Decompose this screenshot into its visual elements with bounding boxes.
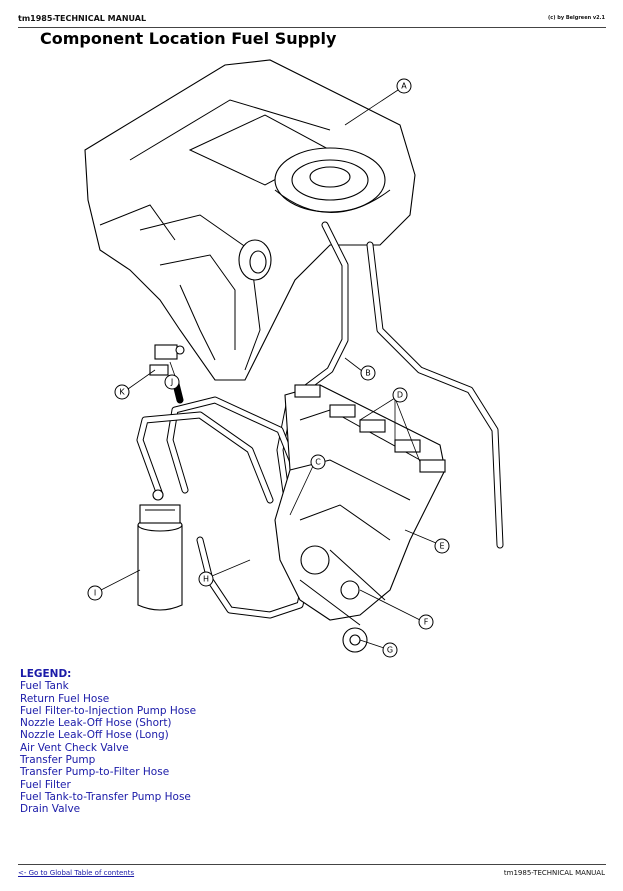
- legend-title: LEGEND:: [20, 668, 72, 680]
- header-manual-title: tm1985-TECHNICAL MANUAL: [18, 14, 147, 23]
- callout-g: G: [382, 642, 398, 658]
- callout-d: D: [392, 387, 408, 403]
- legend-item-tank-to-pump-hose: Fuel Tank-to-Transfer Pump Hose: [20, 790, 191, 803]
- svg-text:F: F: [424, 618, 429, 627]
- legend-item-check-valve: Air Vent Check Valve: [20, 741, 129, 754]
- diagram-svg: A B C D E F G H I J K: [84, 59, 504, 658]
- svg-text:H: H: [203, 575, 209, 584]
- legend-item-fuel-tank: Fuel Tank: [20, 680, 69, 693]
- callout-c: C: [310, 454, 326, 470]
- svg-text:D: D: [397, 391, 403, 400]
- page-title: Component Location Fuel Supply: [40, 29, 337, 48]
- svg-text:K: K: [119, 388, 125, 397]
- callout-a: A: [396, 78, 412, 94]
- callout-leaders: [100, 89, 437, 649]
- legend-item-leak-off-short: Nozzle Leak-Off Hose (Short): [20, 717, 172, 730]
- legend-item-filter-to-pump-hose: Fuel Filter-to-Injection Pump Hose: [20, 704, 197, 717]
- svg-text:G: G: [387, 646, 393, 655]
- fuel-tank-drawing: [84, 59, 416, 381]
- header-divider: [18, 27, 606, 28]
- component-diagram: A B C D E F G H I J K: [0, 48, 623, 668]
- legend-item-fuel-filter: Fuel Filter: [20, 778, 71, 791]
- callout-e: E: [434, 538, 450, 554]
- legend-item-pump-to-filter-hose: Transfer Pump-to-Filter Hose: [20, 766, 170, 779]
- legend: LEGEND: Fuel Tank Return Fuel Hose Fuel …: [20, 668, 196, 816]
- footer-divider: [18, 864, 606, 865]
- footer-manual-title: tm1985-TECHNICAL MANUAL: [503, 869, 605, 877]
- drain-valve-drawing: [149, 344, 185, 376]
- fuel-filter-drawing: [137, 489, 183, 611]
- callout-j: J: [164, 374, 180, 390]
- callout-f: F: [418, 614, 434, 630]
- svg-text:I: I: [94, 589, 96, 598]
- legend-item-drain-valve: Drain Valve: [20, 803, 81, 816]
- page-header: tm1985-TECHNICAL MANUAL (c) by Belgreen …: [18, 14, 605, 28]
- callout-b: B: [360, 365, 376, 381]
- header-watermark: (c) by Belgreen v2.1: [547, 15, 605, 21]
- global-toc-link[interactable]: <- Go to Global Table of contents: [18, 869, 135, 877]
- callout-h: H: [198, 571, 214, 587]
- svg-text:J: J: [170, 378, 173, 387]
- injection-pump-drawing: [274, 384, 446, 653]
- svg-text:E: E: [439, 542, 444, 551]
- svg-text:A: A: [401, 82, 407, 91]
- tank-to-transfer-hose-drawing: [366, 241, 504, 549]
- callout-k: K: [114, 384, 130, 400]
- svg-text:B: B: [365, 369, 371, 378]
- legend-item-transfer-pump: Transfer Pump: [20, 754, 96, 767]
- callout-i: I: [87, 585, 103, 601]
- return-fuel-hose-drawing: [276, 221, 349, 524]
- legend-item-return-fuel-hose: Return Fuel Hose: [20, 692, 110, 705]
- svg-text:C: C: [315, 458, 321, 467]
- legend-item-leak-off-long: Nozzle Leak-Off Hose (Long): [20, 729, 169, 742]
